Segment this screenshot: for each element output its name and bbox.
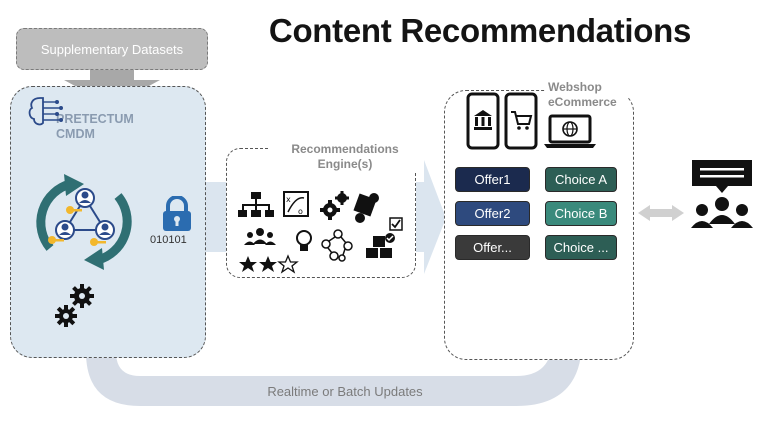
gear-icon <box>320 191 349 220</box>
lock-icon <box>163 196 191 231</box>
webshop-label-line1: Webshop <box>548 80 602 94</box>
chat-audience-icon <box>691 160 753 228</box>
engine-icons: x o <box>238 191 403 274</box>
updates-label: Realtime or Batch Updates <box>267 384 423 399</box>
brain-icon <box>28 97 63 126</box>
cycle-users-icon <box>36 174 132 270</box>
choice-button-a[interactable]: Choice A <box>545 167 617 192</box>
bank-phone-icon <box>466 92 500 150</box>
webshop-label-line2: eCommerce <box>548 95 617 109</box>
engine-label-line2: Engine(s) <box>317 157 373 171</box>
supplementary-datasets-box: Supplementary Datasets <box>16 28 208 70</box>
puzzle-icon <box>353 193 379 223</box>
lock-code: 010101 <box>150 234 187 246</box>
network-icon <box>321 229 353 262</box>
engine-label-line1: Recommendations <box>291 142 399 156</box>
stars-icon <box>239 254 299 274</box>
device-icons <box>466 92 596 150</box>
choice-button-more[interactable]: Choice ... <box>545 235 617 260</box>
svg-text:x: x <box>286 195 291 204</box>
group-icon <box>244 228 276 245</box>
choice-button-b[interactable]: Choice B <box>545 201 617 226</box>
offer-button-3[interactable]: Offer... <box>455 235 530 260</box>
lightbulb-icon <box>296 230 312 251</box>
laptop-globe-icon <box>544 114 596 148</box>
hierarchy-icon <box>238 192 274 217</box>
gears-icon <box>55 284 94 327</box>
svg-text:o: o <box>298 207 303 216</box>
strategy-icon: x o <box>283 191 309 217</box>
return-loop-arrow <box>64 256 582 406</box>
double-arrow-icon <box>638 205 684 221</box>
cart-phone-icon <box>504 92 538 150</box>
checkbox-icon <box>389 217 403 231</box>
engine-label: Recommendations Engine(s) <box>270 142 420 172</box>
webshop-label: Webshop eCommerce <box>546 80 628 110</box>
cmdm-label-line2: CMDM <box>56 127 95 141</box>
offer-button-1[interactable]: Offer1 <box>455 167 530 192</box>
offer-button-2[interactable]: Offer2 <box>455 201 530 226</box>
boxes-icon <box>366 233 395 258</box>
key-icon <box>48 206 106 246</box>
cmdm-label-line1: PRETECTUM <box>56 112 134 126</box>
page-title: Content Recommendations <box>268 12 692 49</box>
cmdm-label: PRETECTUM CMDM <box>56 112 166 142</box>
